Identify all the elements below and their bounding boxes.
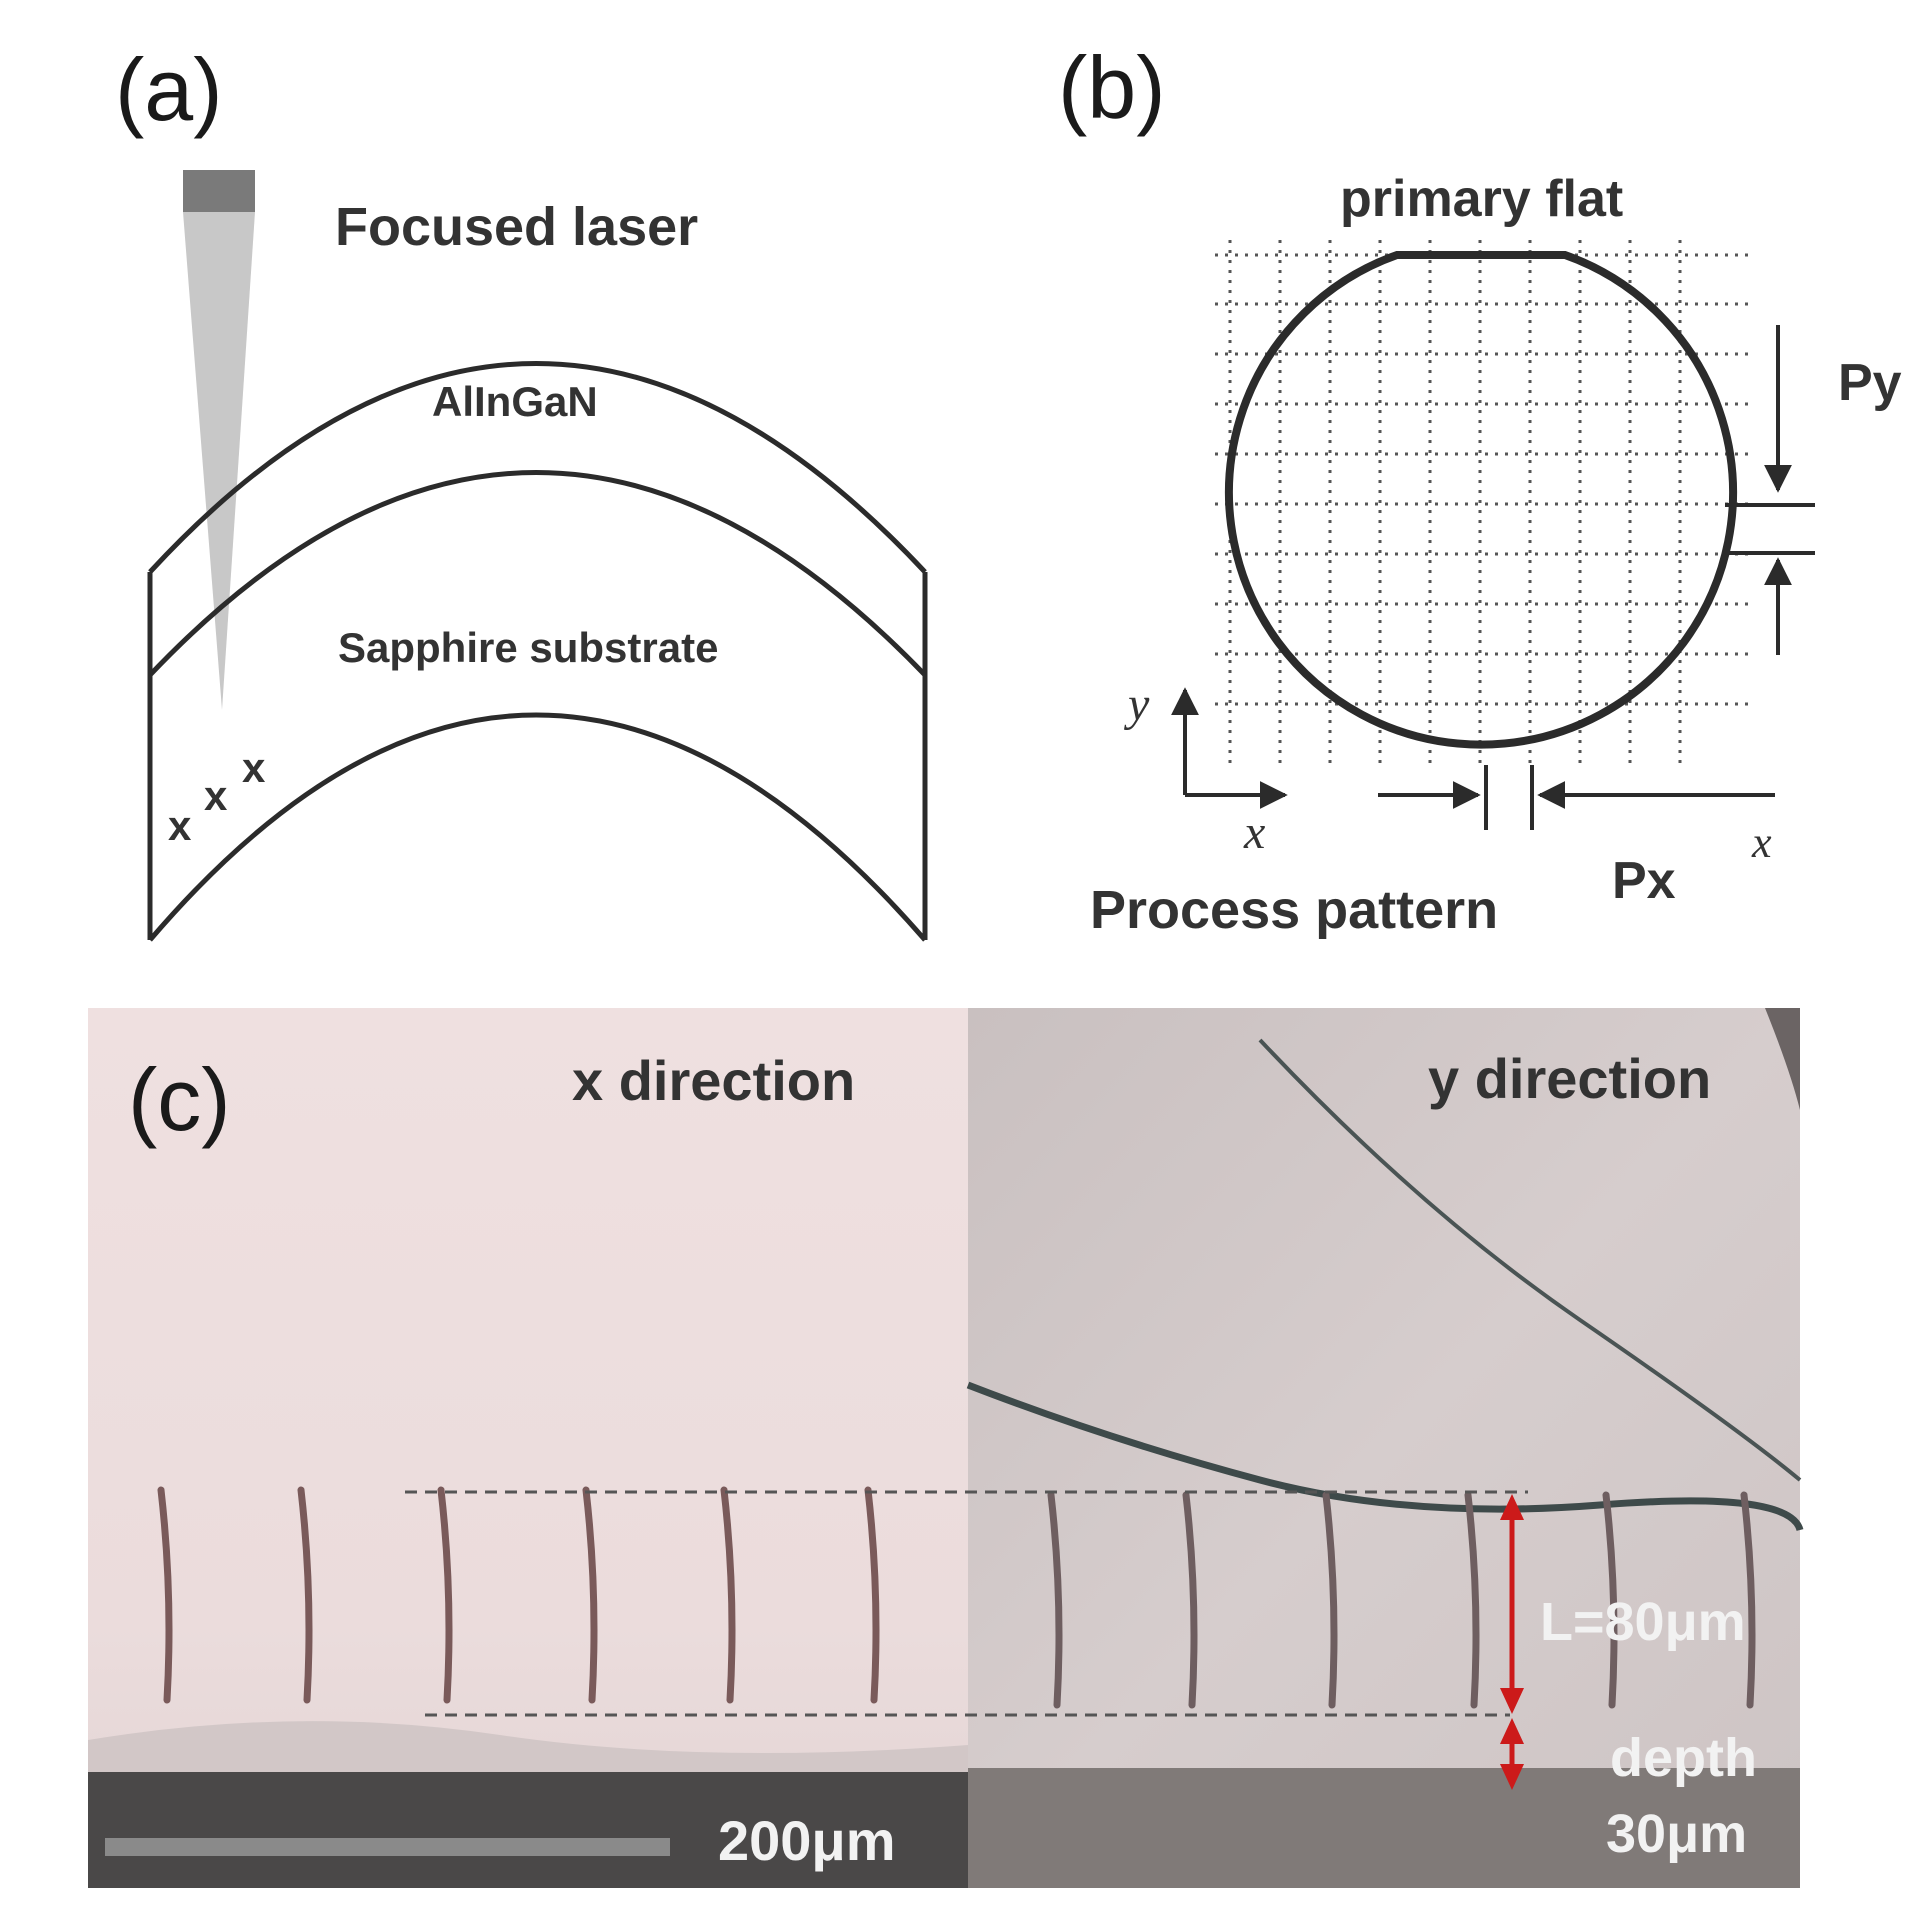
left-damage-band: [88, 1721, 968, 1775]
modified-zone-mark: [297, 1486, 313, 1704]
depth-value-label: 30μm: [1606, 1804, 1747, 1864]
wafer-outline: [1225, 251, 1737, 749]
modified-zone-mark: [157, 1486, 173, 1704]
length-label: L=80μm: [1540, 1592, 1746, 1652]
process-pattern-caption: Process pattern: [1090, 880, 1498, 940]
panel-c: (c) x direction y direction L=80μm depth…: [88, 1008, 1804, 1888]
photo-y-direction: [968, 1008, 1800, 1888]
right-photo-bottom: [968, 1768, 1800, 1888]
panel-b-label: (b): [1058, 38, 1166, 137]
modified-zone-marks-y: [1047, 1491, 1756, 1709]
process-grid: [1215, 240, 1750, 770]
modified-zone-mark: [1322, 1491, 1338, 1709]
scale-label: 200μm: [718, 1809, 896, 1872]
axis-x-secondary: x: [1751, 818, 1772, 867]
left-photo-bottom: [88, 1772, 968, 1888]
crack-line: [1258, 1038, 1802, 1482]
length-arrow-head: [1500, 1688, 1524, 1714]
modified-zone-mark: [1182, 1491, 1198, 1709]
modified-zone-mark: [437, 1486, 453, 1704]
panel-c-label: (c): [128, 1050, 231, 1149]
panel-b: (b) primary flat Py Px x y x Process pat…: [1058, 38, 1902, 940]
right-corner-shadow: [1765, 1008, 1800, 1110]
modified-zone-mark: [1047, 1491, 1063, 1709]
modified-zone-mark: [720, 1486, 736, 1704]
scale-bar: [105, 1838, 670, 1856]
length-arrow-head: [1500, 1494, 1524, 1520]
modified-zone-mark: [864, 1486, 880, 1704]
modified-zone-mark: [1602, 1491, 1618, 1709]
y-direction-title: y direction: [1428, 1047, 1711, 1110]
depth-arrow-head: [1500, 1718, 1524, 1744]
focus-mark: x: [168, 802, 192, 849]
axis-x-label: x: [1243, 806, 1265, 859]
py-label: Py: [1838, 354, 1902, 412]
panel-a-label: (a): [115, 40, 223, 139]
layer-top-label: AlInGaN: [432, 378, 598, 425]
modified-zone-mark: [1740, 1491, 1756, 1709]
modified-zone-mark: [1464, 1491, 1480, 1709]
depth-arrow-head: [1500, 1764, 1524, 1790]
modified-zone-marks-x: [157, 1486, 880, 1704]
laser-label: Focused laser: [335, 197, 698, 257]
laser-beam: [183, 212, 255, 710]
px-label: Px: [1612, 852, 1676, 910]
modified-zone-mark: [582, 1486, 598, 1704]
focus-mark: x: [242, 744, 266, 791]
crack-line: [966, 1381, 1804, 1532]
primary-flat-label: primary flat: [1340, 170, 1623, 228]
focus-mark: x: [204, 772, 228, 819]
layer-mid-label: Sapphire substrate: [338, 624, 718, 671]
laser-head: [183, 170, 255, 212]
layer-bottom-arc: [148, 712, 927, 942]
layer-mid-arc: [148, 470, 927, 677]
panel-a: (a) Focused laser AlInGaN Sapphire subst…: [115, 40, 928, 942]
axis-y-label: y: [1123, 678, 1150, 731]
depth-label: depth: [1610, 1728, 1757, 1788]
layer-top-arc: [148, 361, 927, 574]
x-direction-title: x direction: [572, 1049, 855, 1112]
